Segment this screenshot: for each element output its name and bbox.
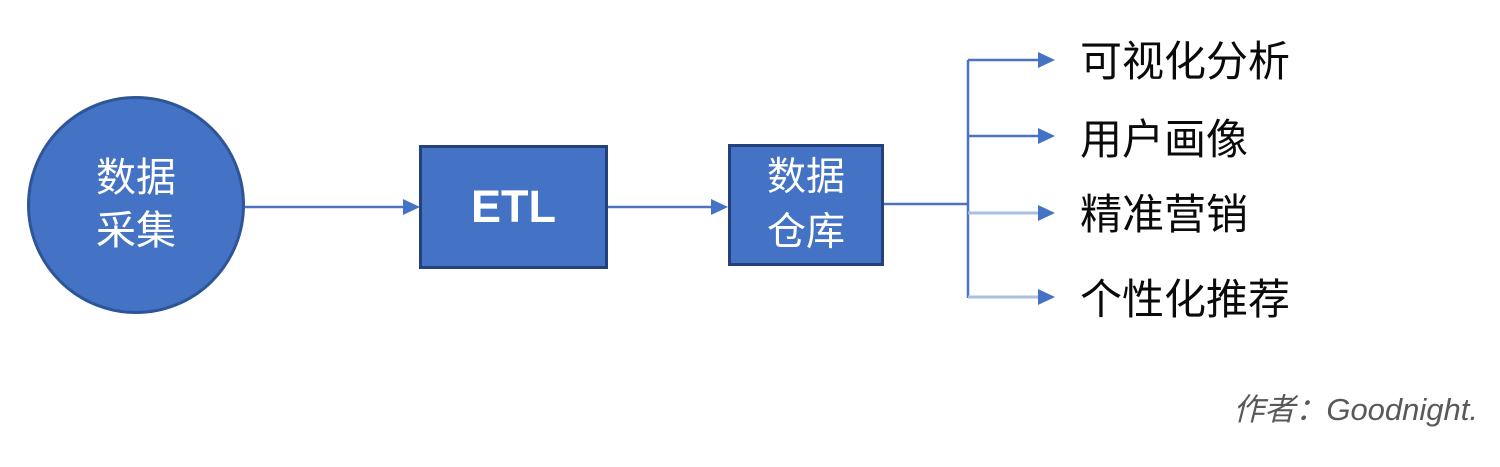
arrowhead-icon [1038, 128, 1055, 144]
arrow-to-user-profile [968, 128, 1055, 144]
node-etl: ETL [419, 145, 608, 269]
arrowhead-icon [1038, 52, 1055, 68]
arrowhead-icon [403, 199, 420, 215]
author-credit: 作者：Goodnight. [1233, 392, 1478, 427]
output-label-personalized-recommendation: 个性化推荐 [1080, 276, 1291, 323]
output-label-precision-marketing: 精准营销 [1080, 191, 1249, 238]
output-label-user-profile: 用户画像 [1080, 116, 1249, 163]
arrow-to-personalized-recommendation [968, 289, 1055, 305]
arrow-to-precision-marketing [968, 205, 1055, 221]
arrowhead-icon [711, 199, 728, 215]
arrow-etl-to-warehouse [608, 199, 728, 215]
arrowhead-icon [1038, 289, 1055, 305]
warehouse-to-spine-line [884, 60, 970, 298]
output-label-visualization-analysis: 可视化分析 [1080, 38, 1291, 85]
arrow-collection-to-etl [245, 199, 420, 215]
node-data-warehouse: 数据 仓库 [728, 144, 884, 266]
arrow-to-visualization [968, 52, 1055, 68]
node-data-collection: 数据 采集 [27, 96, 245, 314]
arrowhead-icon [1038, 205, 1055, 221]
